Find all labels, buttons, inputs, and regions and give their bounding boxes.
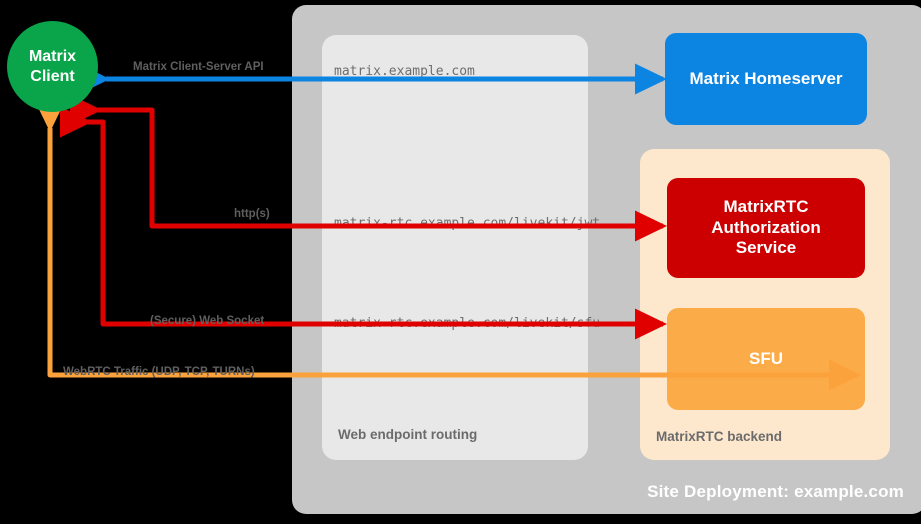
edge-label-webrtc-traffic: WebRTC Traffic (UDP, TCP, TURNs)	[63, 366, 255, 378]
edge-label-matrix-client-server-api: Matrix Client-Server API	[133, 61, 264, 73]
endpoint-livekit-jwt: matrix-rtc.example.com/livekit/jwt	[334, 216, 601, 231]
web-endpoint-routing-label: Web endpoint routing	[338, 427, 478, 442]
node-matrix-client-line2: Client	[30, 67, 75, 85]
matrixrtc-backend-label: MatrixRTC backend	[656, 429, 783, 444]
node-auth-line3: Service	[735, 238, 797, 258]
node-matrixrtc-authorization-service[interactable]: MatrixRTC Authorization Service	[667, 178, 865, 278]
node-matrix-client-line1: Matrix	[28, 48, 77, 66]
endpoint-livekit-sfu: matrix-rtc.example.com/livekit/sfu	[334, 316, 601, 331]
web-endpoint-routing-panel: matrix.example.com matrix-rtc.example.co…	[322, 35, 600, 460]
node-matrix-homeserver-label: Matrix Homeserver	[689, 68, 843, 88]
node-auth-line2: Authorization	[711, 217, 821, 237]
node-auth-line1: MatrixRTC	[723, 196, 809, 216]
site-deployment-label: Site Deployment: example.com	[647, 482, 904, 501]
node-matrix-homeserver[interactable]: Matrix Homeserver	[665, 33, 867, 125]
edge-label-https: http(s)	[234, 208, 270, 220]
node-sfu-label: SFU	[749, 348, 783, 368]
node-sfu[interactable]: SFU	[667, 308, 865, 410]
endpoint-matrix: matrix.example.com	[334, 64, 475, 79]
edge-label-websocket: (Secure) Web Socket	[150, 315, 265, 327]
node-auth-label: MatrixRTC Authorization Service	[711, 197, 821, 259]
node-matrix-client[interactable]: Matrix Client	[7, 21, 98, 112]
